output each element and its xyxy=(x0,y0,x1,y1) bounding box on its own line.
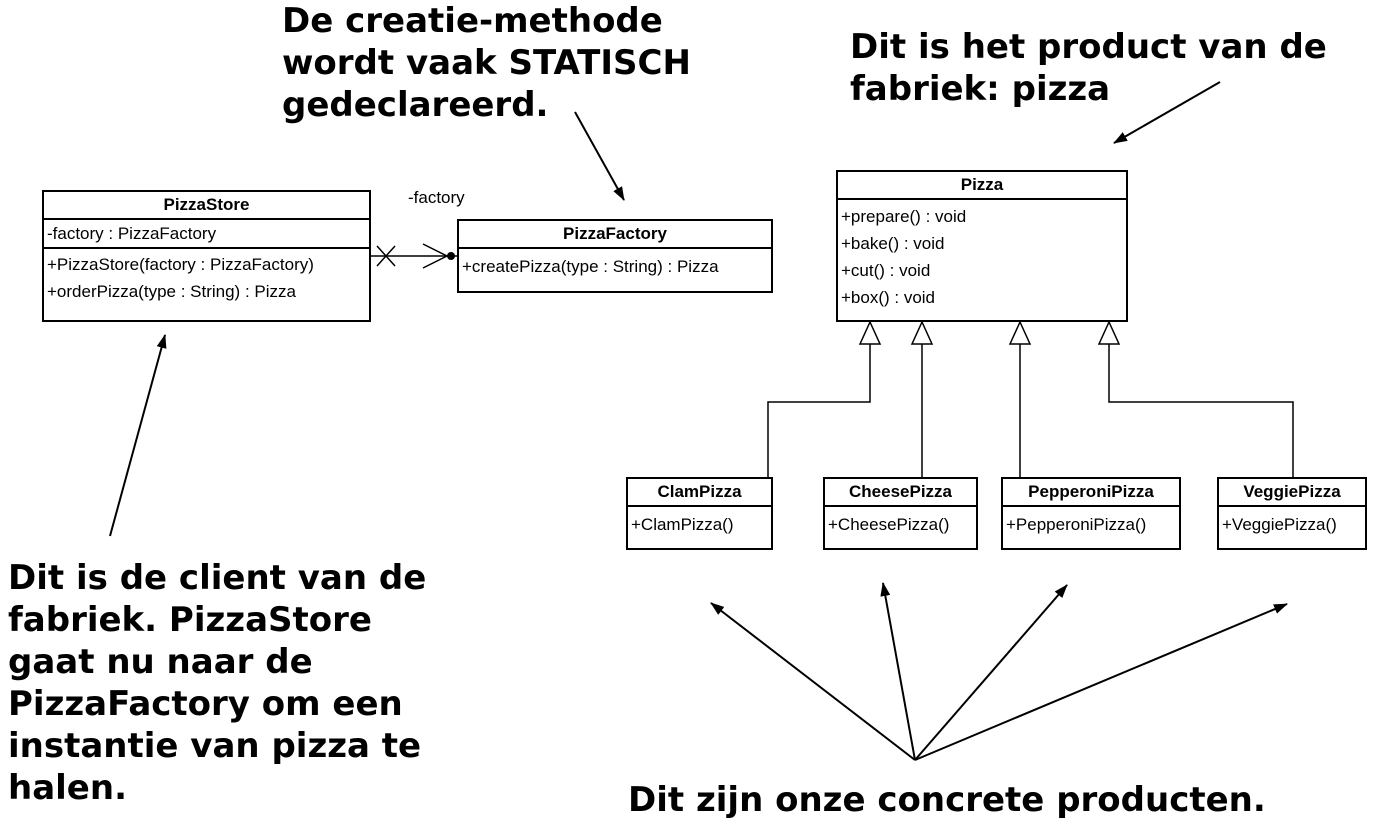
creation-method-arrow xyxy=(574,111,625,201)
class-veggiepizza: VeggiePizza +VeggiePizza() xyxy=(1217,477,1367,550)
method-row: +cut() : void xyxy=(841,261,931,280)
attributes-section: -factory : PizzaFactory xyxy=(44,220,369,249)
product-note: Dit is het product van de fabriek: pizza xyxy=(850,27,1327,109)
concrete-arrow-veggie xyxy=(914,603,1288,761)
class-name: VeggiePizza xyxy=(1219,479,1365,507)
class-name: Pizza xyxy=(838,172,1126,200)
methods-section: +ClamPizza() xyxy=(628,507,771,542)
class-name: ClamPizza xyxy=(628,479,771,507)
method-row: +CheesePizza() xyxy=(828,515,950,534)
concrete-products-note: Dit zijn onze concrete producten. xyxy=(628,780,1266,820)
method-row: +ClamPizza() xyxy=(631,515,734,534)
client-arrow xyxy=(109,334,167,537)
product-arrow xyxy=(1113,81,1221,144)
method-row: +orderPizza(type : String) : Pizza xyxy=(47,282,296,301)
method-row: +box() : void xyxy=(841,288,936,307)
method-row: +prepare() : void xyxy=(841,207,967,226)
class-name: CheesePizza xyxy=(825,479,976,507)
creation-method-note: De creatie-methode wordt vaak STATISCH g… xyxy=(282,1,691,125)
methods-section: +prepare() : void +bake() : void +cut() … xyxy=(838,200,1126,314)
class-pepperonipizza: PepperoniPizza +PepperoniPizza() xyxy=(1001,477,1181,550)
class-pizzastore: PizzaStore -factory : PizzaFactory +Pizz… xyxy=(42,190,371,322)
concrete-arrow-cheese xyxy=(880,582,916,761)
methods-section: +PepperoniPizza() xyxy=(1003,507,1179,542)
methods-section: +PizzaStore(factory : PizzaFactory) +ord… xyxy=(44,249,369,307)
methods-section: +createPizza(type : String) : Pizza xyxy=(459,249,771,284)
association-label: -factory xyxy=(408,188,465,207)
class-pizza: Pizza +prepare() : void +bake() : void +… xyxy=(836,170,1128,322)
class-name: PepperoniPizza xyxy=(1003,479,1179,507)
methods-section: +VeggiePizza() xyxy=(1219,507,1365,542)
method-row: +VeggiePizza() xyxy=(1222,515,1337,534)
concrete-arrow-clam xyxy=(710,602,916,761)
class-clampizza: ClamPizza +ClamPizza() xyxy=(626,477,773,550)
inheritance-connectors xyxy=(767,320,1294,478)
class-name: PizzaStore xyxy=(44,192,369,220)
attribute-row: -factory : PizzaFactory xyxy=(47,224,217,243)
method-row: +PizzaStore(factory : PizzaFactory) xyxy=(47,255,314,274)
method-row: +PepperoniPizza() xyxy=(1006,515,1147,534)
method-row: +bake() : void xyxy=(841,234,945,253)
class-name: PizzaFactory xyxy=(459,221,771,249)
concrete-arrow-pepperoni xyxy=(914,584,1068,761)
method-row: +createPizza(type : String) : Pizza xyxy=(462,257,719,276)
association-connector xyxy=(370,243,458,269)
client-note: Dit is de client van de fabriek. PizzaSt… xyxy=(8,558,427,808)
methods-section: +CheesePizza() xyxy=(825,507,976,542)
class-cheesepizza: CheesePizza +CheesePizza() xyxy=(823,477,978,550)
class-pizzafactory: PizzaFactory +createPizza(type : String)… xyxy=(457,219,773,293)
